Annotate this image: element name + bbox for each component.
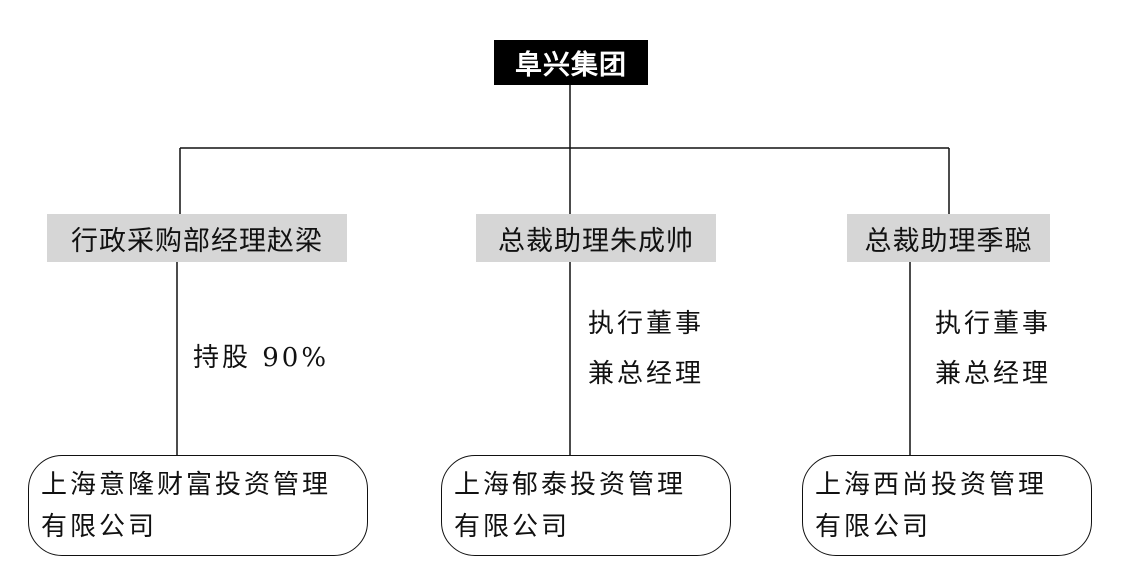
relation-label-executive-director: 执行董事 兼总经理 [588, 299, 704, 399]
root-node-group: 阜兴集团 [494, 40, 648, 85]
person-node-label: 总裁助理季聪 [864, 225, 1033, 257]
company-name-line: 上海郁泰投资管理 [454, 470, 687, 500]
relation-label-line: 持股 90% [193, 343, 330, 373]
company-name-line: 上海西尚投资管理 [815, 470, 1048, 500]
company-name-line: 上海意隆财富投资管理 [41, 470, 332, 500]
relation-label-executive-director: 执行董事 兼总经理 [935, 299, 1051, 399]
relation-label-line: 执行董事 [935, 309, 1052, 339]
company-name-line: 有限公司 [454, 512, 571, 542]
company-name-line: 有限公司 [815, 512, 932, 542]
person-node-ji-cong: 总裁助理季聪 [847, 214, 1050, 262]
person-node-zhu-chengshuai: 总裁助理朱成帅 [476, 214, 716, 262]
person-node-label: 行政采购部经理赵梁 [71, 225, 323, 257]
relation-label-line: 执行董事 [588, 309, 705, 339]
relation-label-shareholding: 持股 90% [193, 333, 329, 383]
company-node-xishang: 上海西尚投资管理 有限公司 [802, 455, 1092, 556]
root-node-label: 阜兴集团 [515, 50, 627, 81]
relation-label-line: 兼总经理 [588, 359, 705, 389]
relation-label-line: 兼总经理 [935, 359, 1052, 389]
company-node-yilong: 上海意隆财富投资管理 有限公司 [28, 455, 368, 556]
person-node-label: 总裁助理朱成帅 [498, 225, 694, 257]
company-node-yutai: 上海郁泰投资管理 有限公司 [441, 455, 731, 556]
person-node-zhao-liang: 行政采购部经理赵梁 [47, 214, 347, 262]
company-name-line: 有限公司 [41, 512, 158, 542]
